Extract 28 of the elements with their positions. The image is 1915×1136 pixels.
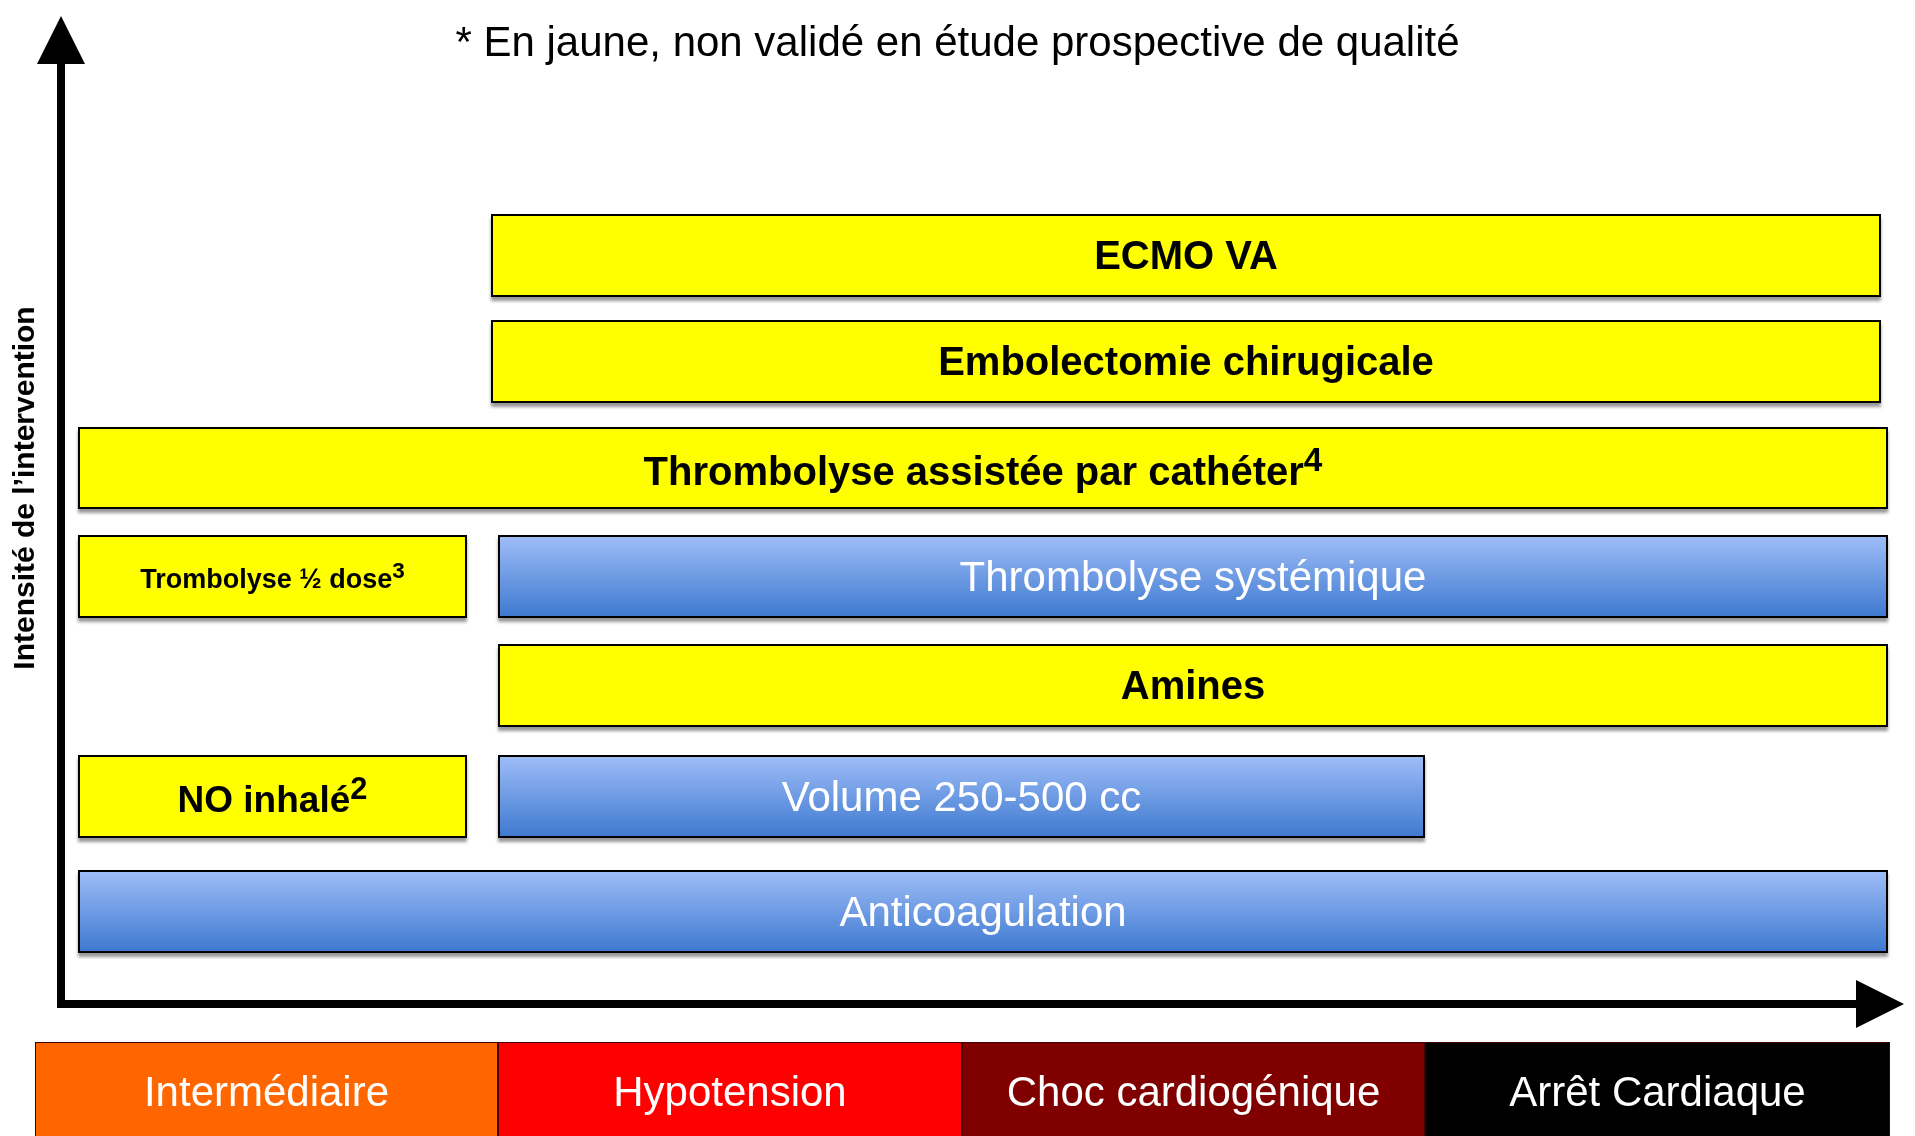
severity-band (1425, 1042, 1890, 1136)
intervention-bar (78, 755, 467, 838)
bar-label: Amines (1120, 663, 1266, 708)
bar-label: Choc cardiogénique (1006, 1068, 1381, 1116)
intervention-bar (78, 870, 1888, 953)
bar-label: Hypotension (613, 1068, 847, 1116)
bar-label: Volume 250-500 cc (781, 772, 1142, 821)
intervention-bar (78, 535, 467, 618)
bar-label: Arrêt Cardiaque (1509, 1068, 1806, 1116)
bar-label: Anticoagulation (839, 887, 1127, 936)
bar-label: ECMO VA (1094, 233, 1278, 278)
intervention-bar (498, 644, 1888, 727)
bar-label: NO inhalé$^{2}$ (177, 771, 368, 822)
bar-label: Thrombolyse systémique (959, 552, 1427, 601)
intervention-bar (491, 214, 1881, 297)
bar-label: Trombolyse ½ dose$^{3}$ (140, 558, 405, 595)
footnote: * En jaune, non validé en étude prospective de qualité (454, 18, 1461, 66)
axis-title: Intensité de l’intervention (7, 306, 41, 670)
intervention-bar (498, 755, 1425, 838)
severity-band (962, 1042, 1425, 1136)
bar-label: Intermédiaire (143, 1068, 390, 1116)
intervention-bar (498, 535, 1888, 618)
severity-band (498, 1042, 962, 1136)
bar-label: Embolectomie chirugicale (938, 339, 1434, 384)
bar-label: Thrombolyse assistée par cathéter$^{4}$ (643, 441, 1323, 495)
intervention-bar (78, 427, 1888, 509)
severity-band (35, 1042, 498, 1136)
intervention-bar (491, 320, 1881, 403)
